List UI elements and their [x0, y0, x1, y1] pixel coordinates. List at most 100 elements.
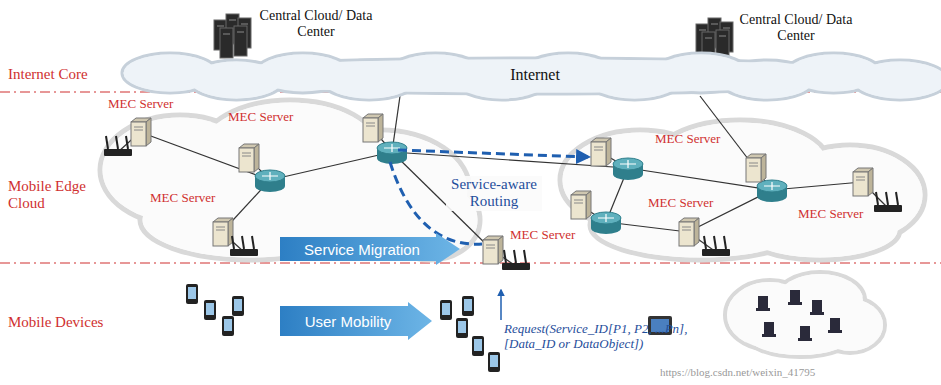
drawing-part [591, 212, 621, 224]
drawing-part [223, 34, 230, 35]
data-center-label: Central Cloud/ Data Center [254, 8, 378, 40]
drawing-part [486, 245, 495, 246]
phone-icon [186, 284, 198, 304]
node-text: Service Migration [288, 241, 436, 258]
drawing-part [746, 158, 761, 182]
cloud-shape [122, 53, 941, 100]
data-center-icon [214, 14, 251, 58]
server-icon [591, 138, 611, 166]
drawing-part [474, 339, 482, 351]
drawing-part [724, 236, 726, 249]
drawing-part [856, 180, 865, 181]
network-links [118, 96, 888, 266]
drawing-part [252, 236, 254, 249]
drawing-part [440, 300, 452, 320]
drawing-part [719, 36, 726, 37]
cloud-shape [725, 272, 885, 357]
drawing-part [131, 122, 146, 146]
mobility-arrow: User Mobility [280, 302, 432, 340]
layer-label: Mobile Edge Cloud [8, 178, 96, 213]
drawing-part [498, 236, 503, 264]
drawing-part [222, 316, 234, 336]
node-text: Internet [130, 66, 940, 84]
cloud-shape [560, 120, 925, 260]
drawing-part [456, 318, 468, 338]
router-icon [591, 212, 621, 234]
phone-icon [472, 336, 484, 356]
server-label: MEC Server [228, 110, 318, 125]
drawing-part [241, 24, 248, 25]
block-arrow-body [280, 302, 432, 340]
layer-label: Internet Core [8, 66, 128, 83]
drawing-part [384, 144, 400, 152]
server-icon [679, 218, 699, 246]
drawing-part [232, 236, 234, 249]
router-icon [757, 180, 787, 202]
router-icon [613, 158, 643, 180]
drawing-part [800, 326, 810, 338]
drawing-part [442, 303, 450, 315]
drawing-part [234, 299, 242, 311]
iot-device-icon [798, 326, 812, 341]
drawing-part [798, 338, 812, 341]
request-arrow [500, 290, 502, 320]
router-icon [255, 170, 285, 192]
drawing-part [749, 166, 758, 167]
server-label: MEC Server [648, 196, 738, 211]
drawing-part [594, 147, 603, 148]
drawing-part [704, 236, 706, 249]
server-icon [746, 154, 766, 182]
drawing-part [571, 195, 586, 219]
drawing-part [363, 118, 378, 142]
drawing-part [524, 250, 526, 263]
iot-device-icon [828, 318, 842, 333]
phone-icon [204, 300, 216, 320]
drawing-part [594, 150, 603, 151]
access-point-icon [702, 236, 730, 256]
drawing-part [747, 315, 853, 355]
drawing-part [126, 136, 128, 149]
drawing-part [812, 300, 822, 312]
server-label: MEC Server [510, 228, 600, 243]
drawing-part [714, 236, 716, 249]
access-point-icon [874, 192, 902, 212]
drawing-part [613, 158, 643, 170]
drawing-part [464, 299, 472, 311]
drawing-part [106, 136, 108, 149]
drawing-part [254, 144, 259, 172]
iot-device-icon [788, 290, 802, 305]
drawing-part [242, 156, 251, 157]
drawing-part [366, 123, 375, 124]
phone-icon [232, 296, 244, 316]
drawing-part [853, 172, 868, 196]
drawing-part [591, 142, 606, 166]
drawing-part [874, 205, 902, 212]
data-center-label: Central Cloud/ Data Center [734, 12, 858, 44]
drawing-part [606, 138, 611, 166]
drawing-part [213, 222, 228, 246]
drawing-part [502, 263, 530, 270]
access-point-icon [502, 250, 530, 270]
drawing-part [220, 28, 233, 58]
access-point-icon [230, 236, 258, 256]
request-label: Request(Service_ID[P1, P2, ...Pn],[Data_… [504, 322, 736, 352]
migration-arrow: Service Migration [280, 233, 460, 265]
drawing-part [756, 308, 770, 311]
server-label: MEC Server [655, 132, 745, 147]
drawing-part [230, 249, 258, 256]
drawing-part [504, 250, 506, 263]
drawing-part [188, 287, 196, 299]
drawing-part [788, 302, 802, 305]
drawing-part [490, 355, 498, 367]
iot-device-icon [762, 322, 776, 337]
drawing-part [204, 300, 216, 320]
drawing-part [514, 250, 516, 263]
drawing-part [234, 26, 247, 56]
node-text: User Mobility [288, 313, 408, 330]
drawing-part [761, 154, 766, 182]
drawing-part [762, 334, 776, 337]
drawing-part [679, 222, 694, 246]
drawing-part [262, 172, 278, 180]
server-icon [213, 218, 233, 246]
drawing-part [217, 26, 224, 27]
